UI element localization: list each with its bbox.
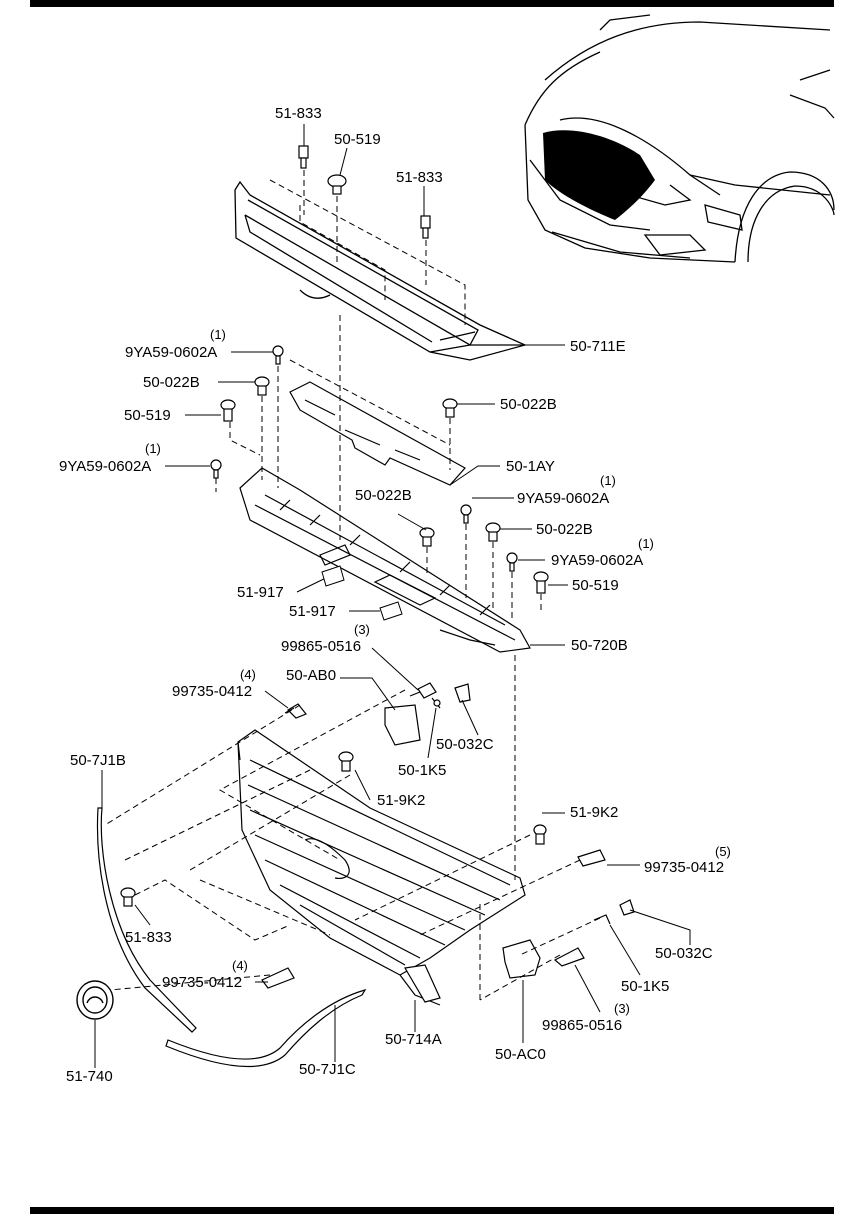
part-label: 51-917 <box>289 603 336 620</box>
part-label: 50-519 <box>124 407 171 424</box>
grille-upper-frame <box>239 467 531 653</box>
part-label: 50-022B <box>536 521 593 538</box>
part-label: 50-711E <box>570 338 626 355</box>
quantity-label: (4) <box>232 958 248 973</box>
part-label: 50-7J1B <box>70 752 126 769</box>
part-label: 51-833 <box>125 929 172 946</box>
molding-lower <box>165 989 367 1068</box>
top-border <box>30 0 834 7</box>
bottom-border <box>30 1207 834 1214</box>
part-label: 9YA59-0602A <box>125 344 218 361</box>
part-label: 50-7J1C <box>299 1061 356 1078</box>
part-label: 50-032C <box>436 736 494 753</box>
main-grille <box>237 729 526 1006</box>
part-label: 50-AC0 <box>495 1046 546 1063</box>
part-label: 99735-0412 <box>162 974 243 991</box>
part-label: 50-022B <box>500 396 557 413</box>
part-label: 50-714A <box>385 1031 442 1048</box>
quantity-label: (1) <box>210 327 226 342</box>
part-label: 99735-0412 <box>172 683 253 700</box>
quantity-label: (5) <box>715 844 731 859</box>
emblem <box>76 980 114 1020</box>
grille-highlight <box>543 130 655 220</box>
part-label: 99735-0412 <box>644 859 725 876</box>
quantity-label: (4) <box>240 667 256 682</box>
quantity-label: (1) <box>145 441 161 456</box>
part-label: 9YA59-0602A <box>551 552 644 569</box>
part-label: 50-519 <box>334 131 381 148</box>
quantity-label: (3) <box>354 622 370 637</box>
part-label: 50-1K5 <box>398 762 447 779</box>
part-label: 50-1K5 <box>621 978 670 995</box>
part-label: 99865-0516 <box>542 1017 623 1034</box>
tag-labels <box>321 565 403 621</box>
part-label: 51-833 <box>275 105 322 122</box>
part-label: 50-720B <box>571 637 628 654</box>
leader-lines <box>94 124 691 1068</box>
part-label: 51-9K2 <box>377 792 426 809</box>
part-label: 9YA59-0602A <box>59 458 152 475</box>
part-label: 50-022B <box>143 374 200 391</box>
quantity-label: (1) <box>638 536 654 551</box>
part-label: 50-032C <box>655 945 713 962</box>
fasteners <box>120 145 635 1003</box>
part-label: 50-022B <box>355 487 412 504</box>
upper-cover-panel <box>234 180 527 361</box>
quantity-label: (3) <box>614 1001 630 1016</box>
assembly-lines <box>104 170 601 1001</box>
part-label: 51-833 <box>396 169 443 186</box>
quantity-label: (1) <box>600 473 616 488</box>
part-label: 50-AB0 <box>286 667 337 684</box>
part-label: 50-519 <box>572 577 619 594</box>
part-label: 99865-0516 <box>281 638 362 655</box>
molding-left <box>96 807 197 1033</box>
part-label: 51-740 <box>66 1068 113 1085</box>
bracket-plate <box>289 381 466 486</box>
part-label: 9YA59-0602A <box>517 490 610 507</box>
part-label: 51-9K2 <box>570 804 619 821</box>
part-label: 51-917 <box>237 584 284 601</box>
part-label: 50-1AY <box>506 458 555 475</box>
car-inset-illustration <box>524 14 835 263</box>
